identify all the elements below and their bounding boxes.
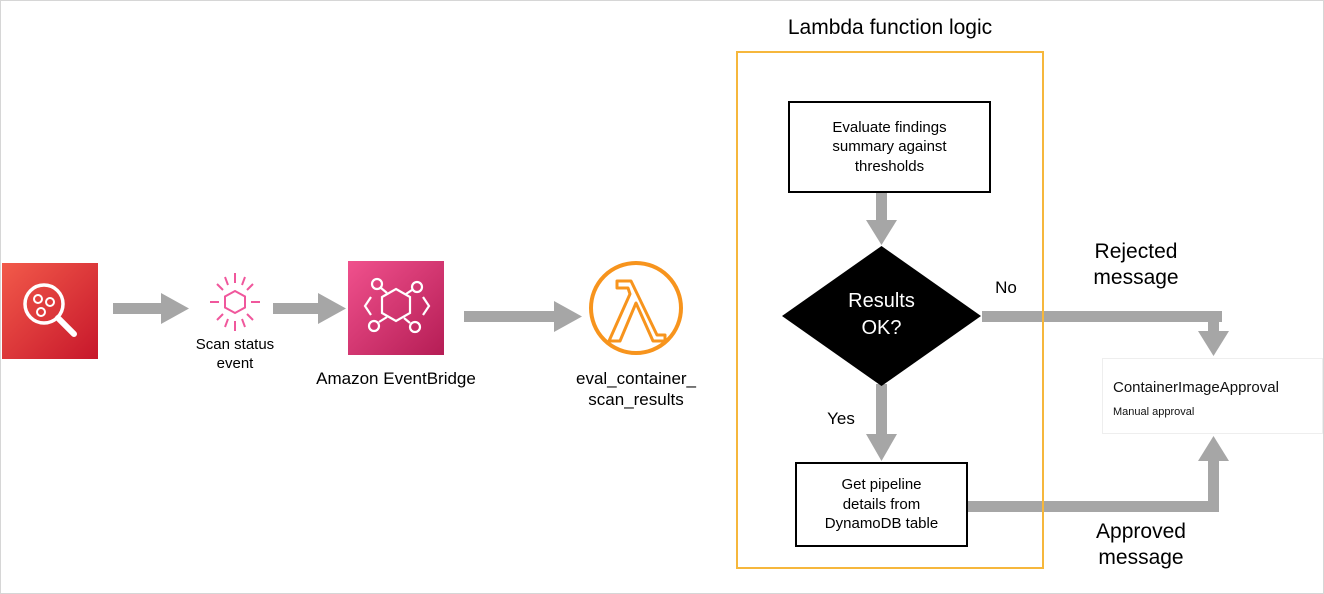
container-image-approval-card[interactable]: ContainerImageApproval Manual approval bbox=[1102, 358, 1323, 434]
decision-label: Results OK? bbox=[816, 288, 947, 342]
branch-no-label: No bbox=[995, 278, 1017, 297]
decision-line1: Results bbox=[848, 290, 915, 312]
lambda-icon bbox=[589, 261, 683, 355]
connectors bbox=[113, 192, 1229, 512]
event-burst-icon bbox=[210, 273, 260, 331]
rejected-message-label: Rejected message bbox=[1076, 239, 1196, 292]
lambda-label-line2: scan_results bbox=[588, 390, 684, 410]
arrow-evaluate-to-decision bbox=[866, 192, 897, 245]
rejected-line2: message bbox=[1093, 266, 1179, 290]
approved-message-label: Approved message bbox=[1081, 519, 1201, 572]
decision-diamond bbox=[782, 246, 981, 386]
rejected-line1: Rejected bbox=[1094, 240, 1178, 263]
get-pipeline-details-box: Get pipeline details from DynamoDB table bbox=[795, 462, 968, 547]
lambda-label: eval_container_ scan_results bbox=[546, 368, 726, 411]
scan-event-label-line1: Scan status bbox=[195, 336, 275, 353]
arrow-rejected-to-approval bbox=[982, 311, 1229, 356]
decision-line2: OK? bbox=[861, 317, 902, 339]
scan-event-label-line2: event bbox=[216, 354, 254, 372]
logic-title: Lambda function logic bbox=[787, 16, 993, 39]
lambda-label-line1: eval_container_ bbox=[575, 369, 697, 388]
get-details-line1: Get pipeline bbox=[841, 476, 922, 494]
approved-line2: message bbox=[1098, 546, 1184, 570]
get-details-line2: details from bbox=[842, 495, 921, 513]
arrow-decision-to-get-details bbox=[866, 384, 897, 461]
get-details-line3: DynamoDB table bbox=[824, 515, 939, 533]
arrow-approved-to-approval bbox=[968, 436, 1229, 512]
evaluate-line1: Evaluate findings bbox=[832, 118, 947, 136]
eventbridge-label: Amazon EventBridge bbox=[316, 369, 476, 388]
scan-event-label: Scan status event bbox=[175, 336, 295, 374]
branch-yes-label: Yes bbox=[827, 409, 855, 428]
inspector-magnifier-icon bbox=[2, 263, 98, 359]
arrow-inspector-to-event bbox=[113, 293, 189, 324]
logic-frame bbox=[736, 51, 1044, 569]
arrow-event-to-eventbridge bbox=[273, 293, 346, 324]
evaluate-findings-box: Evaluate findings summary against thresh… bbox=[788, 101, 991, 193]
evaluate-line2: summary against bbox=[832, 138, 947, 156]
approval-action-type: Manual approval bbox=[1113, 406, 1195, 418]
eventbridge-icon bbox=[348, 261, 444, 355]
approval-action-name: ContainerImageApproval bbox=[1113, 379, 1279, 396]
arrow-eventbridge-to-lambda bbox=[464, 301, 582, 332]
approved-line1: Approved bbox=[1096, 520, 1186, 543]
evaluate-line3: thresholds bbox=[854, 157, 925, 175]
